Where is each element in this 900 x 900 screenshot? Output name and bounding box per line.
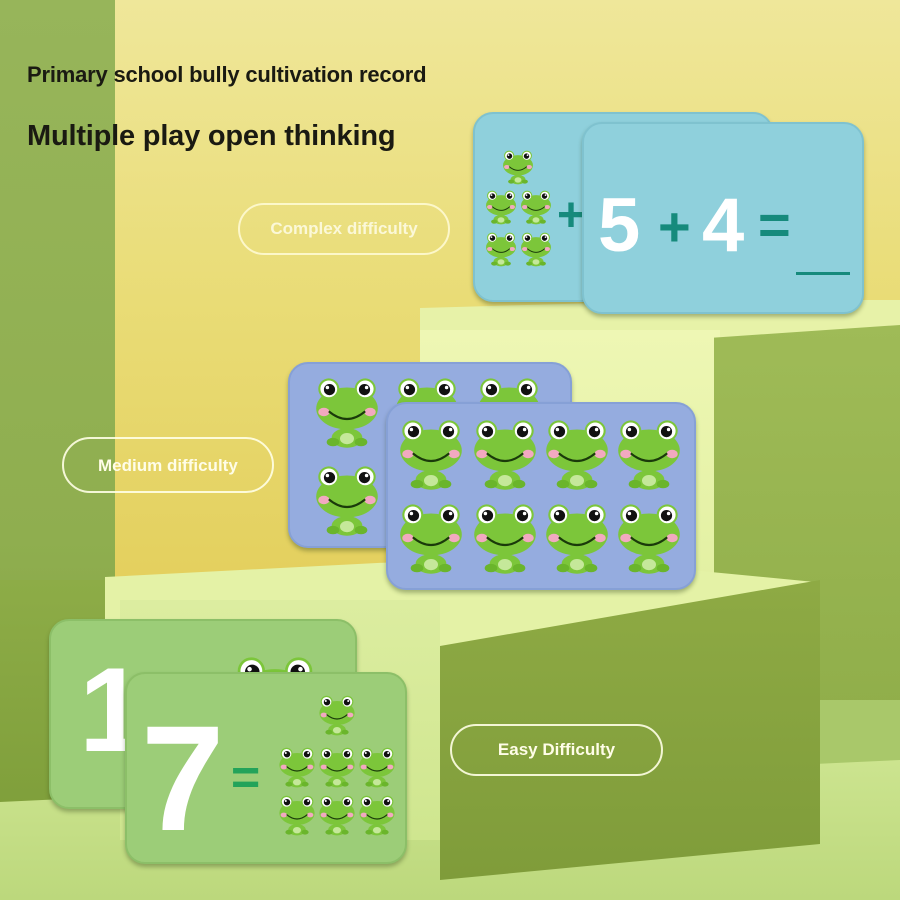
equals-sign: = <box>758 193 791 256</box>
frog-icon <box>396 414 466 494</box>
frog-icon <box>312 372 382 452</box>
frog-icon <box>357 792 397 838</box>
frog-icon <box>519 230 553 268</box>
plus-sign: + <box>658 195 691 258</box>
frog-icon <box>484 230 518 268</box>
medium-difficulty-label: Medium difficulty <box>62 437 274 493</box>
frog-icon <box>357 744 397 790</box>
frog-icon <box>396 498 466 578</box>
frog-icon <box>312 460 382 540</box>
plus-sign: + <box>557 189 586 242</box>
frog-icon <box>470 414 540 494</box>
equals-sign: = <box>231 749 261 805</box>
frog-icon <box>317 692 357 738</box>
medium-card-front <box>386 402 696 590</box>
frog-icon <box>614 498 684 578</box>
complex-card-front: 5 + 4 = <box>582 122 864 314</box>
operand-2: 4 <box>702 183 745 268</box>
answer-blank <box>796 272 850 275</box>
frog-icon <box>277 744 317 790</box>
frog-icon <box>317 792 357 838</box>
frog-icon <box>277 792 317 838</box>
operand-1: 5 <box>598 183 641 268</box>
frog-icon <box>501 148 535 186</box>
headline-secondary: Multiple play open thinking <box>27 120 396 152</box>
complex-difficulty-label: Complex difficulty <box>238 203 450 255</box>
number-seven: 7 <box>141 694 225 862</box>
frog-icon <box>614 414 684 494</box>
frog-icon <box>542 414 612 494</box>
easy-difficulty-label: Easy Difficulty <box>450 724 663 776</box>
easy-card-front: 7 = <box>125 672 407 864</box>
frog-icon <box>317 744 357 790</box>
frog-icon <box>519 188 553 226</box>
frog-icon <box>470 498 540 578</box>
frog-icon <box>484 188 518 226</box>
frog-icon <box>542 498 612 578</box>
headline-primary: Primary school bully cultivation record <box>27 62 427 87</box>
